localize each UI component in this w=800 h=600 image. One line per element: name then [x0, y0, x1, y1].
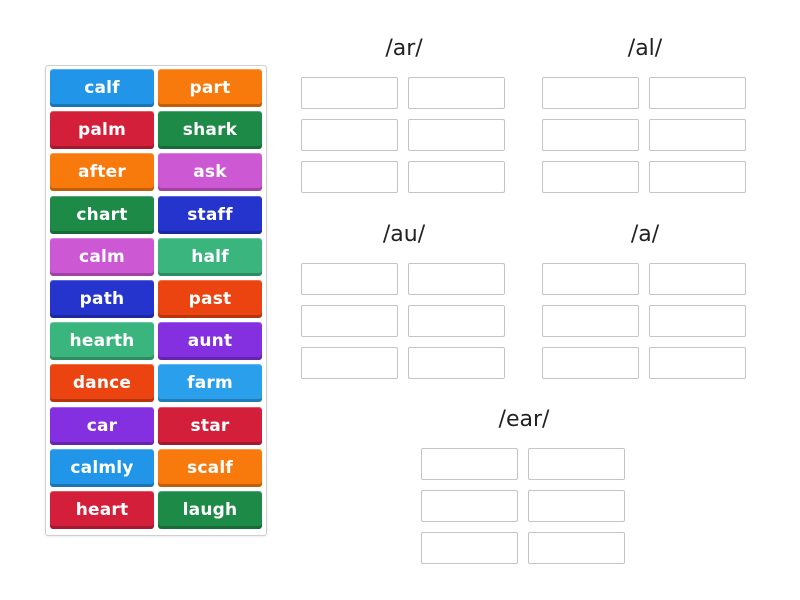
word-tile[interactable]: car: [50, 406, 154, 445]
word-tile[interactable]: past: [158, 280, 262, 318]
drop-slot[interactable]: [301, 119, 398, 151]
group-title: /ear/: [498, 407, 550, 432]
drop-slot[interactable]: [649, 347, 746, 379]
drop-slot[interactable]: [408, 77, 505, 109]
word-tile[interactable]: part: [158, 69, 262, 107]
word-tile[interactable]: half: [158, 237, 262, 276]
drop-slot[interactable]: [649, 161, 746, 193]
drop-slot[interactable]: [542, 347, 639, 379]
drop-slot[interactable]: [528, 448, 625, 480]
drop-slot[interactable]: [301, 305, 398, 337]
drop-slot[interactable]: [649, 263, 746, 295]
drop-slot[interactable]: [542, 77, 639, 109]
group-title: /al/: [627, 36, 663, 61]
drop-slot[interactable]: [301, 347, 398, 379]
drop-slot[interactable]: [408, 161, 505, 193]
drop-slot[interactable]: [542, 161, 639, 193]
drop-slot[interactable]: [408, 347, 505, 379]
drop-slot[interactable]: [528, 490, 625, 522]
word-tile[interactable]: aunt: [158, 322, 262, 361]
group-title: /a/: [630, 222, 660, 247]
drop-slot[interactable]: [421, 490, 518, 522]
word-tile[interactable]: dance: [50, 364, 154, 403]
word-tile[interactable]: palm: [50, 111, 154, 150]
drop-slot[interactable]: [421, 448, 518, 480]
drop-slot[interactable]: [301, 263, 398, 295]
drop-slot[interactable]: [649, 77, 746, 109]
drop-slot[interactable]: [301, 161, 398, 193]
drop-slot[interactable]: [542, 263, 639, 295]
drop-slot[interactable]: [649, 119, 746, 151]
group-title: /au/: [382, 222, 426, 247]
word-tile[interactable]: chart: [50, 195, 154, 234]
word-tile[interactable]: calmly: [50, 448, 154, 487]
drop-slot[interactable]: [649, 305, 746, 337]
word-tile[interactable]: star: [158, 406, 262, 445]
word-tile[interactable]: heart: [50, 491, 154, 529]
word-tile[interactable]: laugh: [158, 491, 262, 529]
drop-slot[interactable]: [408, 263, 505, 295]
word-tile[interactable]: staff: [158, 195, 262, 234]
drop-slot[interactable]: [301, 77, 398, 109]
word-tile[interactable]: hearth: [50, 322, 154, 361]
drop-slot[interactable]: [408, 305, 505, 337]
drop-slot[interactable]: [528, 532, 625, 564]
word-tile[interactable]: path: [50, 280, 154, 318]
word-tile[interactable]: farm: [158, 364, 262, 403]
word-tile[interactable]: calf: [50, 69, 154, 107]
drop-slot[interactable]: [421, 532, 518, 564]
drop-slot[interactable]: [542, 119, 639, 151]
group-title: /ar/: [385, 36, 423, 61]
word-tile[interactable]: ask: [158, 153, 262, 192]
drop-slot[interactable]: [408, 119, 505, 151]
word-tile[interactable]: after: [50, 153, 154, 192]
word-tile[interactable]: scalf: [158, 448, 262, 487]
drop-slot[interactable]: [542, 305, 639, 337]
word-tile[interactable]: calm: [50, 237, 154, 276]
word-tile[interactable]: shark: [158, 111, 262, 150]
